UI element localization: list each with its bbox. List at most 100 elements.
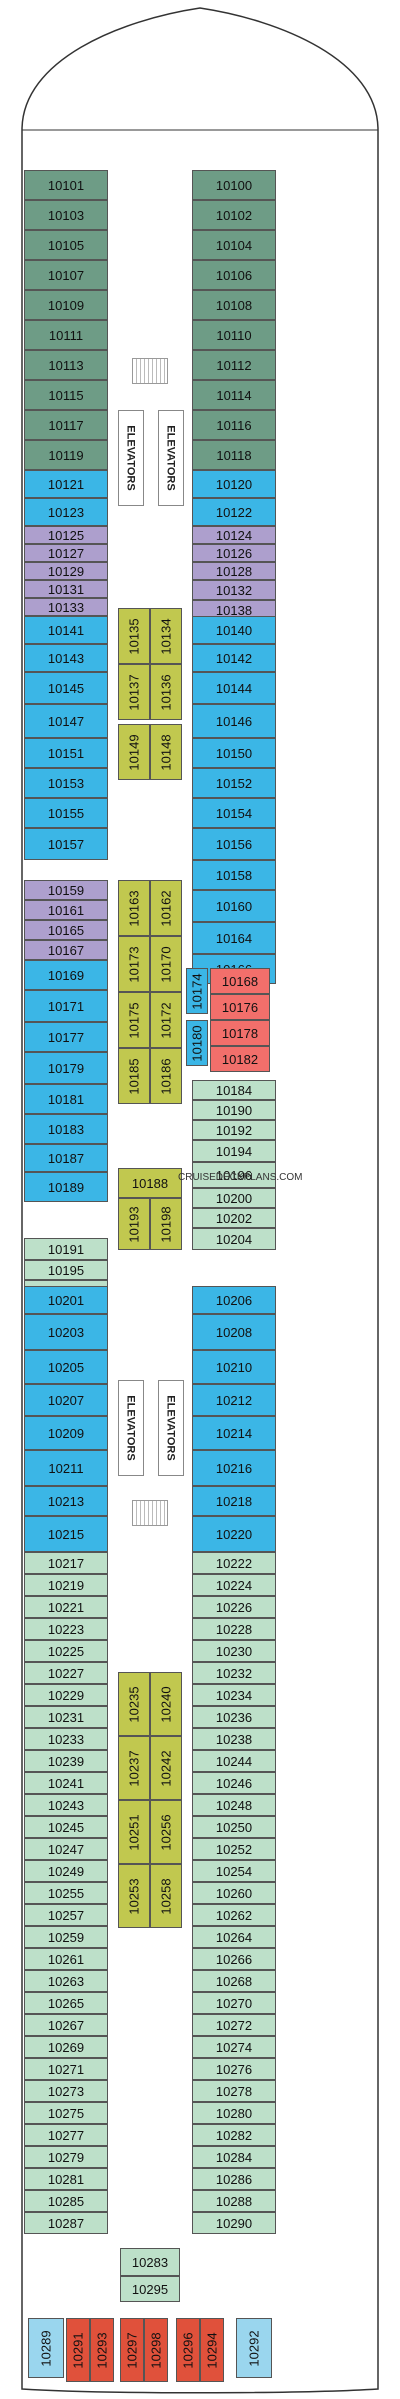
cabin-10209[interactable]: 10209 <box>24 1416 108 1450</box>
cabin-10217[interactable]: 10217 <box>24 1552 108 1574</box>
cabin-10146[interactable]: 10146 <box>192 704 276 738</box>
cabin-10230[interactable]: 10230 <box>192 1640 276 1662</box>
cabin-10152[interactable]: 10152 <box>192 768 276 798</box>
cabin-10124[interactable]: 10124 <box>192 526 276 544</box>
cabin-10262[interactable]: 10262 <box>192 1904 276 1926</box>
cabin-10167[interactable]: 10167 <box>24 940 108 960</box>
cabin-10212[interactable]: 10212 <box>192 1384 276 1416</box>
cabin-10120[interactable]: 10120 <box>192 470 276 498</box>
cabin-10142[interactable]: 10142 <box>192 644 276 672</box>
cabin-10275[interactable]: 10275 <box>24 2102 108 2124</box>
cabin-10184[interactable]: 10184 <box>192 1080 276 1100</box>
cabin-10278[interactable]: 10278 <box>192 2080 276 2102</box>
cabin-10182[interactable]: 10182 <box>210 1046 270 1072</box>
cabin-10157[interactable]: 10157 <box>24 828 108 860</box>
cabin-10239[interactable]: 10239 <box>24 1750 108 1772</box>
cabin-10279[interactable]: 10279 <box>24 2146 108 2168</box>
cabin-10294[interactable]: 10294 <box>200 2318 224 2382</box>
cabin-10206[interactable]: 10206 <box>192 1286 276 1314</box>
cabin-10181[interactable]: 10181 <box>24 1084 108 1114</box>
cabin-10235[interactable]: 10235 <box>118 1672 150 1736</box>
cabin-10140[interactable]: 10140 <box>192 616 276 644</box>
cabin-10116[interactable]: 10116 <box>192 410 276 440</box>
cabin-10137[interactable]: 10137 <box>118 664 150 720</box>
cabin-10257[interactable]: 10257 <box>24 1904 108 1926</box>
cabin-10169[interactable]: 10169 <box>24 960 108 990</box>
cabin-10284[interactable]: 10284 <box>192 2146 276 2168</box>
cabin-10180[interactable]: 10180 <box>186 1020 208 1066</box>
cabin-10111[interactable]: 10111 <box>24 320 108 350</box>
cabin-10249[interactable]: 10249 <box>24 1860 108 1882</box>
cabin-10258[interactable]: 10258 <box>150 1864 182 1928</box>
cabin-10132[interactable]: 10132 <box>192 580 276 600</box>
cabin-10103[interactable]: 10103 <box>24 200 108 230</box>
cabin-10226[interactable]: 10226 <box>192 1596 276 1618</box>
cabin-10160[interactable]: 10160 <box>192 890 276 922</box>
cabin-10232[interactable]: 10232 <box>192 1662 276 1684</box>
cabin-10129[interactable]: 10129 <box>24 562 108 580</box>
cabin-10170[interactable]: 10170 <box>150 936 182 992</box>
cabin-10233[interactable]: 10233 <box>24 1728 108 1750</box>
cabin-10288[interactable]: 10288 <box>192 2190 276 2212</box>
cabin-10174[interactable]: 10174 <box>186 968 208 1014</box>
cabin-10115[interactable]: 10115 <box>24 380 108 410</box>
cabin-10223[interactable]: 10223 <box>24 1618 108 1640</box>
cabin-10280[interactable]: 10280 <box>192 2102 276 2124</box>
cabin-10105[interactable]: 10105 <box>24 230 108 260</box>
cabin-10141[interactable]: 10141 <box>24 616 108 644</box>
cabin-10203[interactable]: 10203 <box>24 1314 108 1350</box>
cabin-10244[interactable]: 10244 <box>192 1750 276 1772</box>
cabin-10286[interactable]: 10286 <box>192 2168 276 2190</box>
cabin-10290[interactable]: 10290 <box>192 2212 276 2234</box>
cabin-10119[interactable]: 10119 <box>24 440 108 470</box>
cabin-10210[interactable]: 10210 <box>192 1350 276 1384</box>
cabin-10200[interactable]: 10200 <box>192 1188 276 1208</box>
cabin-10231[interactable]: 10231 <box>24 1706 108 1728</box>
cabin-10268[interactable]: 10268 <box>192 1970 276 1992</box>
cabin-10204[interactable]: 10204 <box>192 1228 276 1250</box>
cabin-10227[interactable]: 10227 <box>24 1662 108 1684</box>
cabin-10186[interactable]: 10186 <box>150 1048 182 1104</box>
cabin-10270[interactable]: 10270 <box>192 1992 276 2014</box>
cabin-10254[interactable]: 10254 <box>192 1860 276 1882</box>
cabin-10177[interactable]: 10177 <box>24 1022 108 1052</box>
cabin-10285[interactable]: 10285 <box>24 2190 108 2212</box>
cabin-10228[interactable]: 10228 <box>192 1618 276 1640</box>
cabin-10208[interactable]: 10208 <box>192 1314 276 1350</box>
cabin-10222[interactable]: 10222 <box>192 1552 276 1574</box>
cabin-10272[interactable]: 10272 <box>192 2014 276 2036</box>
cabin-10216[interactable]: 10216 <box>192 1450 276 1486</box>
cabin-10246[interactable]: 10246 <box>192 1772 276 1794</box>
cabin-10261[interactable]: 10261 <box>24 1948 108 1970</box>
cabin-10104[interactable]: 10104 <box>192 230 276 260</box>
cabin-10118[interactable]: 10118 <box>192 440 276 470</box>
cabin-10113[interactable]: 10113 <box>24 350 108 380</box>
cabin-10241[interactable]: 10241 <box>24 1772 108 1794</box>
cabin-10125[interactable]: 10125 <box>24 526 108 544</box>
cabin-10195[interactable]: 10195 <box>24 1260 108 1280</box>
cabin-10107[interactable]: 10107 <box>24 260 108 290</box>
cabin-10168[interactable]: 10168 <box>210 968 270 994</box>
cabin-10171[interactable]: 10171 <box>24 990 108 1022</box>
cabin-10173[interactable]: 10173 <box>118 936 150 992</box>
cabin-10102[interactable]: 10102 <box>192 200 276 230</box>
cabin-10114[interactable]: 10114 <box>192 380 276 410</box>
cabin-10276[interactable]: 10276 <box>192 2058 276 2080</box>
cabin-10266[interactable]: 10266 <box>192 1948 276 1970</box>
cabin-10121[interactable]: 10121 <box>24 470 108 498</box>
cabin-10243[interactable]: 10243 <box>24 1794 108 1816</box>
cabin-10109[interactable]: 10109 <box>24 290 108 320</box>
cabin-10292[interactable]: 10292 <box>236 2318 272 2378</box>
cabin-10287[interactable]: 10287 <box>24 2212 108 2234</box>
cabin-10179[interactable]: 10179 <box>24 1052 108 1084</box>
cabin-10128[interactable]: 10128 <box>192 562 276 580</box>
cabin-10259[interactable]: 10259 <box>24 1926 108 1948</box>
cabin-10297[interactable]: 10297 <box>120 2318 144 2382</box>
cabin-10106[interactable]: 10106 <box>192 260 276 290</box>
cabin-10295[interactable]: 10295 <box>120 2276 180 2302</box>
cabin-10293[interactable]: 10293 <box>90 2318 114 2382</box>
cabin-10150[interactable]: 10150 <box>192 738 276 768</box>
cabin-10117[interactable]: 10117 <box>24 410 108 440</box>
cabin-10163[interactable]: 10163 <box>118 880 150 936</box>
cabin-10190[interactable]: 10190 <box>192 1100 276 1120</box>
